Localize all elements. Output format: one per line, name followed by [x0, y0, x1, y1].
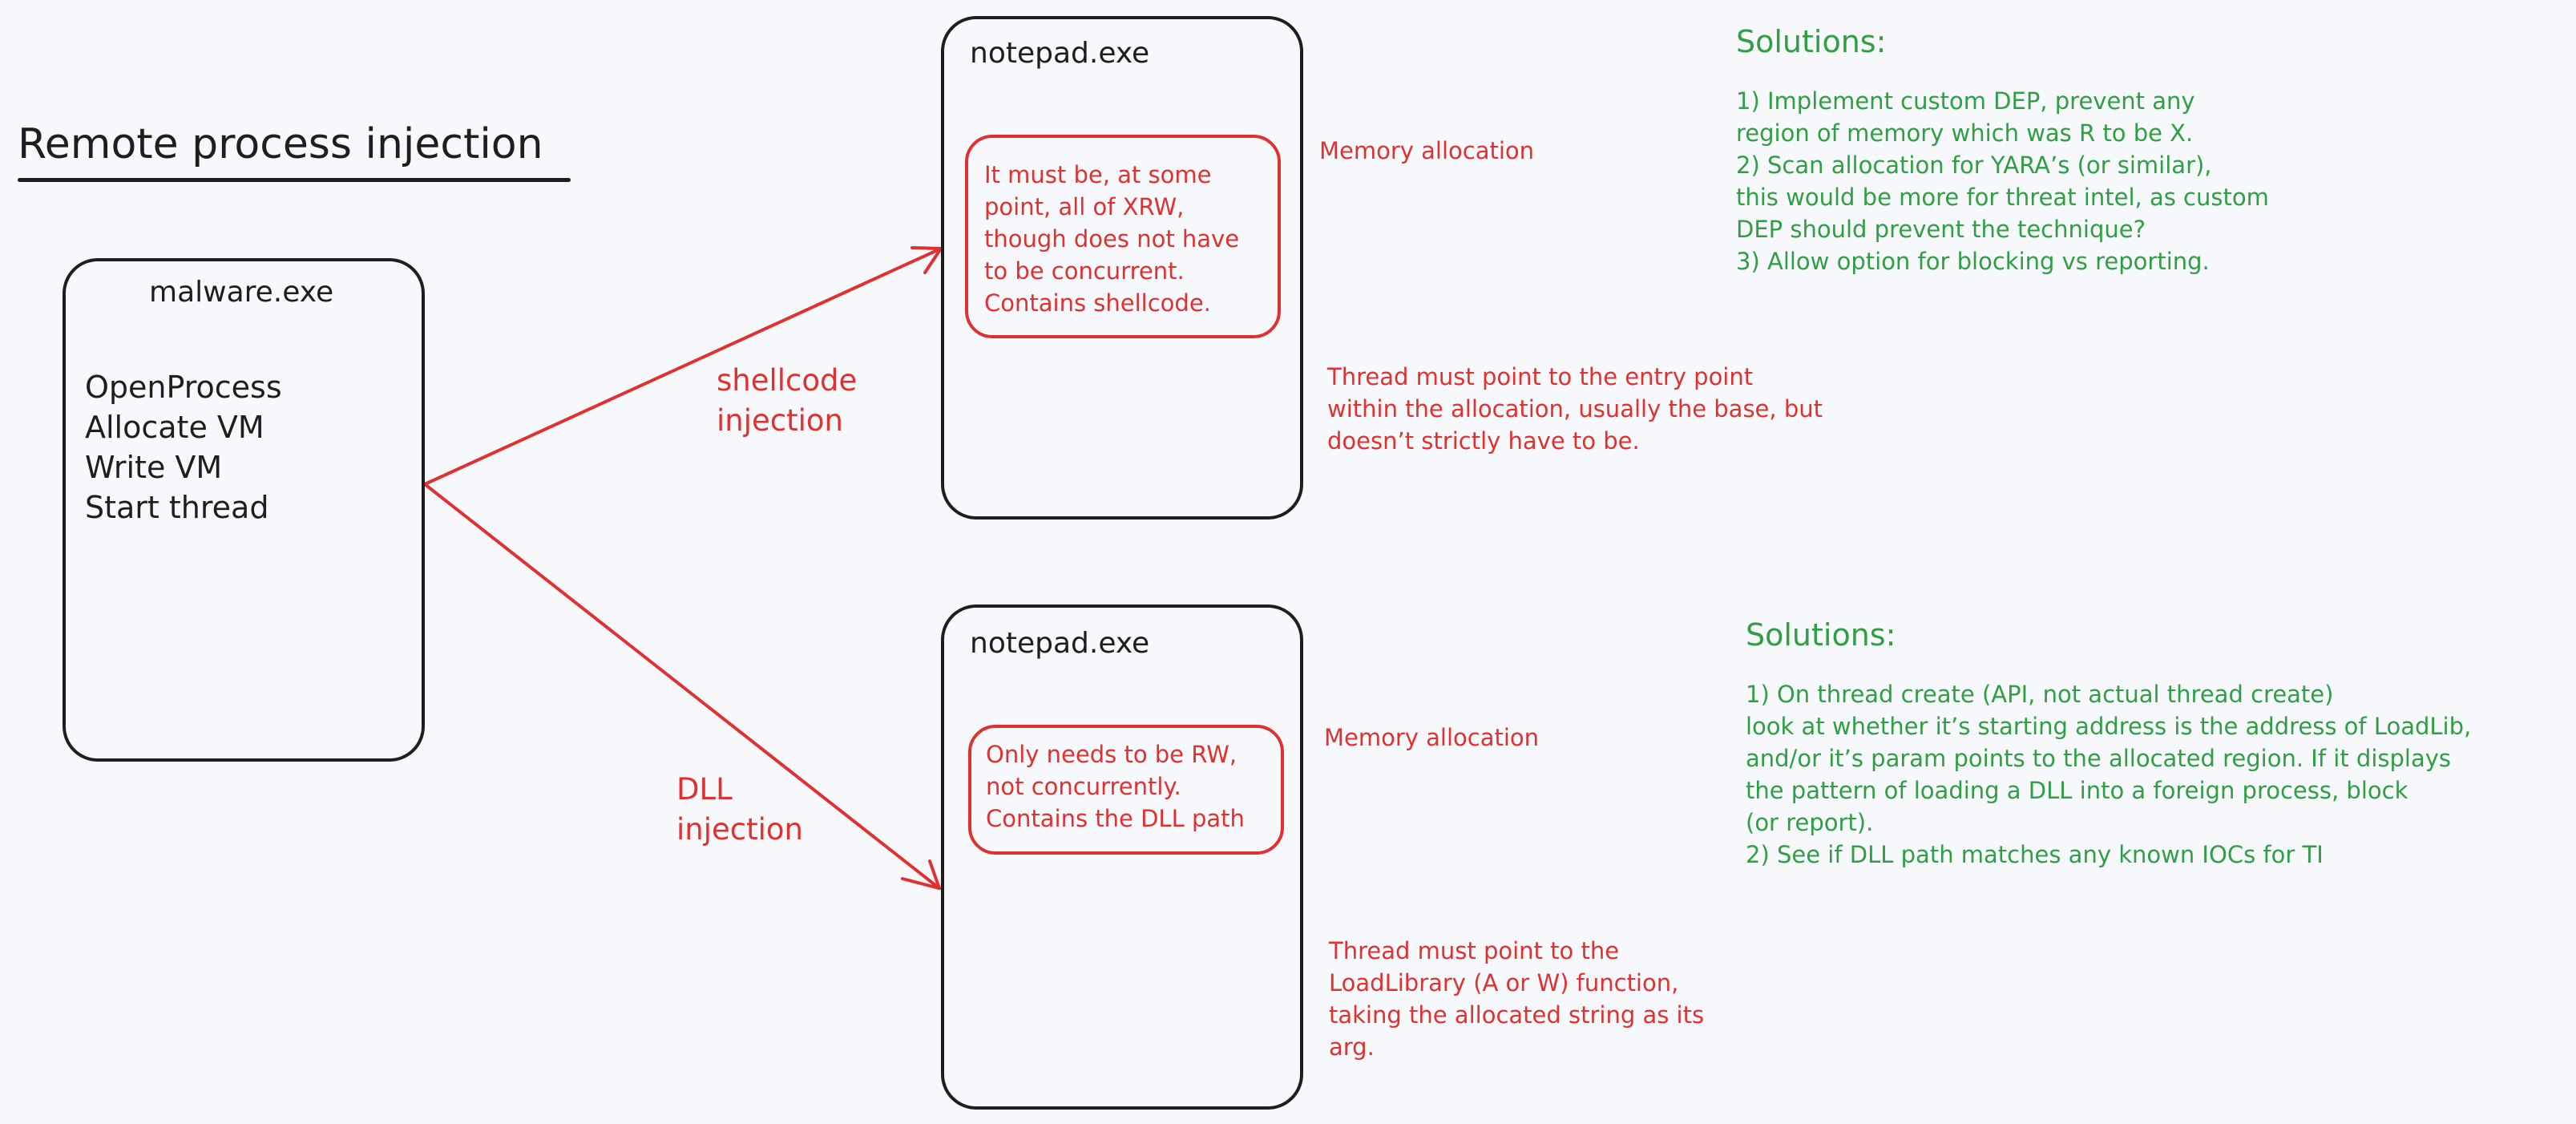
shellcode-solutions-body: 1) Implement custom DEP, prevent any reg…	[1736, 87, 2269, 275]
shellcode-target-process-box	[941, 16, 1303, 520]
malware-process-box	[63, 258, 425, 762]
dll-memory-allocation-label: Memory allocation	[1324, 724, 1540, 751]
dll-injection-label: DLL injection	[676, 772, 803, 847]
malware-steps: OpenProcess Allocate VM Write VM Start t…	[85, 370, 282, 525]
shellcode-arrow	[423, 246, 943, 486]
diagram-title: Remote process injection	[18, 120, 543, 168]
dll-arrow	[423, 483, 941, 890]
dll-solutions-body: 1) On thread create (API, not actual thr…	[1746, 681, 2472, 868]
shellcode-injection-label: shellcode injection	[717, 363, 858, 438]
shellcode-region-text: It must be, at some point, all of XRW, t…	[984, 161, 1240, 317]
shellcode-solutions-heading: Solutions:	[1736, 24, 1887, 59]
shellcode-memory-allocation-label: Memory allocation	[1319, 137, 1535, 164]
dll-solutions-heading: Solutions:	[1746, 617, 1896, 653]
shellcode-thread-note: Thread must point to the entry point wit…	[1327, 363, 1823, 455]
malware-process-name: malware.exe	[149, 276, 334, 309]
dll-target-process-box	[941, 604, 1303, 1110]
shellcode-memory-region	[965, 135, 1281, 338]
dll-memory-region	[968, 725, 1284, 855]
title-underline	[18, 178, 571, 182]
dll-region-text: Only needs to be RW, not concurrently. C…	[986, 741, 1245, 832]
dll-thread-note: Thread must point to the LoadLibrary (A …	[1329, 937, 1705, 1061]
dll-target-process-name: notepad.exe	[970, 627, 1150, 660]
shellcode-target-process-name: notepad.exe	[970, 37, 1150, 70]
